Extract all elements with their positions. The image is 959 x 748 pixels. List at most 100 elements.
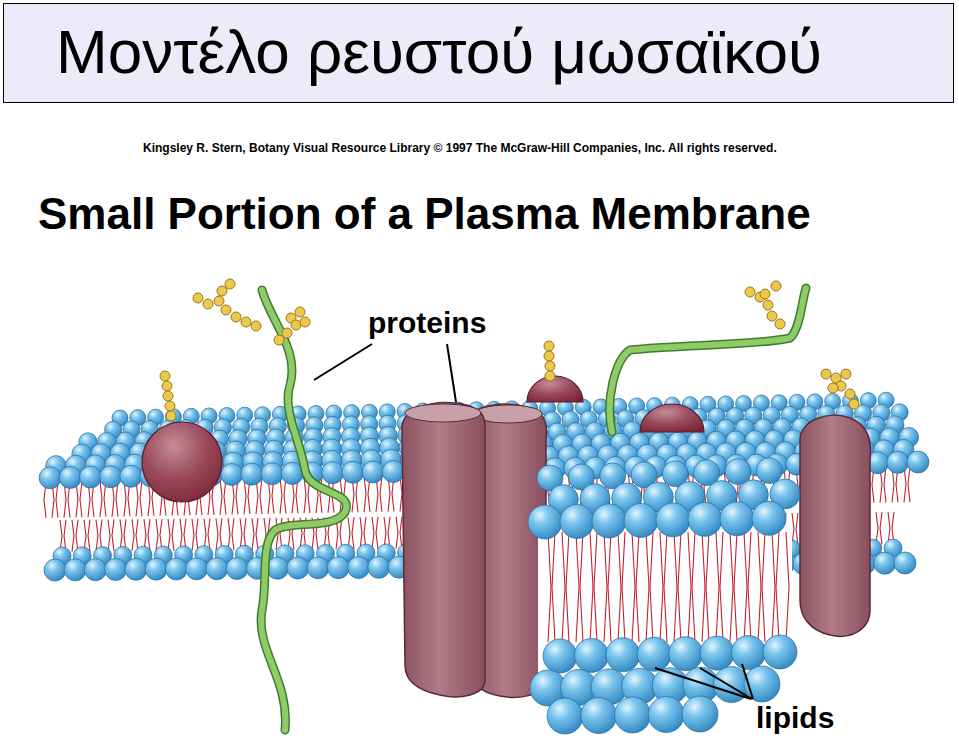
lipid-head bbox=[287, 557, 309, 579]
lipid-tail bbox=[758, 532, 761, 642]
lipid-head bbox=[79, 466, 101, 488]
lipid-tail bbox=[260, 478, 262, 514]
lipid-tail bbox=[706, 532, 709, 642]
lipid-head bbox=[100, 466, 122, 488]
lipid-tail bbox=[148, 519, 150, 551]
lipid-head bbox=[307, 557, 329, 579]
carbohydrate-bead bbox=[251, 321, 261, 331]
carbohydrate-bead bbox=[221, 305, 231, 315]
lipid-tail bbox=[96, 520, 98, 552]
lipid-head bbox=[547, 698, 583, 734]
lipid-tail bbox=[192, 519, 194, 551]
lipid-tail bbox=[280, 478, 282, 514]
carbohydrate-bead bbox=[771, 281, 781, 291]
lipid-tail bbox=[660, 532, 663, 642]
carbohydrate-bead bbox=[775, 319, 785, 329]
peripheral-protein bbox=[142, 422, 222, 502]
lipid-head bbox=[145, 558, 167, 580]
lipid-head bbox=[206, 558, 228, 580]
lipid-tail bbox=[304, 477, 306, 513]
protein-strand bbox=[261, 290, 346, 730]
lipid-tail bbox=[376, 517, 378, 549]
lipid-tail bbox=[622, 532, 625, 642]
lipid-head bbox=[382, 461, 404, 483]
lipid-tail bbox=[228, 518, 230, 550]
lipid-tail bbox=[132, 519, 134, 551]
lipid-tail bbox=[400, 517, 402, 549]
lipid-head bbox=[574, 638, 608, 672]
carbohydrate-bead bbox=[225, 279, 235, 289]
carbohydrate-bead bbox=[767, 311, 777, 321]
lipid-tail bbox=[72, 520, 74, 552]
lipid-tail bbox=[608, 532, 611, 642]
carbohydrate-bead bbox=[821, 369, 831, 379]
lipid-tail bbox=[636, 532, 639, 642]
lipid-tail bbox=[646, 532, 649, 642]
carbohydrate-bead bbox=[760, 289, 770, 299]
lipid-head bbox=[756, 458, 782, 484]
carbohydrate-bead bbox=[545, 361, 555, 371]
lipid-head bbox=[44, 559, 66, 581]
lipid-head bbox=[342, 461, 364, 483]
slide-title: Μοντέλο ρευστού μωσαϊκού bbox=[56, 16, 822, 88]
lipid-head bbox=[720, 502, 754, 536]
lipid-head bbox=[688, 502, 722, 536]
carbohydrate-bead bbox=[295, 307, 305, 317]
lipid-tail bbox=[762, 532, 765, 642]
lipid-tail bbox=[674, 532, 677, 642]
carbohydrate-bead bbox=[300, 317, 310, 327]
lipid-tail bbox=[884, 467, 886, 503]
lipid-tail bbox=[552, 532, 555, 642]
lipid-head bbox=[700, 636, 734, 670]
lipid-tail bbox=[252, 518, 254, 550]
lipid-head bbox=[894, 552, 916, 574]
lipid-tail bbox=[604, 532, 607, 642]
lipid-tail bbox=[880, 512, 882, 544]
channel-protein bbox=[402, 402, 485, 696]
lipid-tail bbox=[580, 532, 583, 642]
lipid-tail bbox=[720, 532, 723, 642]
title-banner: Μοντέλο ρευστού μωσαϊκού bbox=[3, 3, 954, 103]
lipid-tail bbox=[88, 520, 90, 552]
lipid-tail bbox=[562, 532, 565, 642]
carbohydrate-bead bbox=[217, 286, 227, 296]
lipid-tail bbox=[172, 519, 174, 551]
lipid-head bbox=[348, 557, 370, 579]
lipid-head bbox=[682, 696, 718, 732]
lipid-head bbox=[606, 638, 640, 672]
lipid-head bbox=[907, 451, 929, 473]
lipid-tail bbox=[108, 519, 110, 551]
lipid-head bbox=[637, 637, 671, 671]
copyright-note: Kingsley R. Stern, Botany Visual Resourc… bbox=[143, 141, 777, 155]
lipid-tail bbox=[220, 479, 222, 515]
carbohydrate-bead bbox=[231, 312, 241, 322]
lipid-tail bbox=[548, 532, 551, 642]
lipid-tail bbox=[80, 481, 82, 517]
lipid-tail bbox=[140, 480, 142, 516]
lipid-tail bbox=[208, 519, 210, 551]
lipid-tail bbox=[400, 475, 402, 511]
lipid-tail bbox=[168, 519, 170, 551]
lipid-head bbox=[368, 556, 390, 578]
lipid-tail bbox=[796, 513, 798, 545]
leader-line bbox=[447, 344, 456, 402]
carbohydrate-bead bbox=[544, 341, 554, 351]
lipid-tail bbox=[748, 532, 751, 642]
lipid-head bbox=[105, 559, 127, 581]
lipid-tail bbox=[716, 532, 719, 642]
cutaway-ground bbox=[538, 525, 792, 725]
lipid-tail bbox=[360, 517, 362, 549]
lipid-head bbox=[669, 637, 703, 671]
lipid-tail bbox=[112, 519, 114, 551]
integral-protein bbox=[800, 415, 870, 636]
leader-line bbox=[314, 344, 372, 380]
lipid-tail bbox=[256, 518, 258, 550]
lipid-head bbox=[59, 466, 81, 488]
leader-line bbox=[655, 668, 751, 699]
carbohydrate-bead bbox=[849, 399, 859, 409]
lipid-head bbox=[560, 504, 594, 538]
lipid-head bbox=[226, 558, 248, 580]
lipid-head bbox=[752, 501, 786, 535]
lipid-head bbox=[186, 558, 208, 580]
carbohydrate-bead bbox=[193, 293, 203, 303]
